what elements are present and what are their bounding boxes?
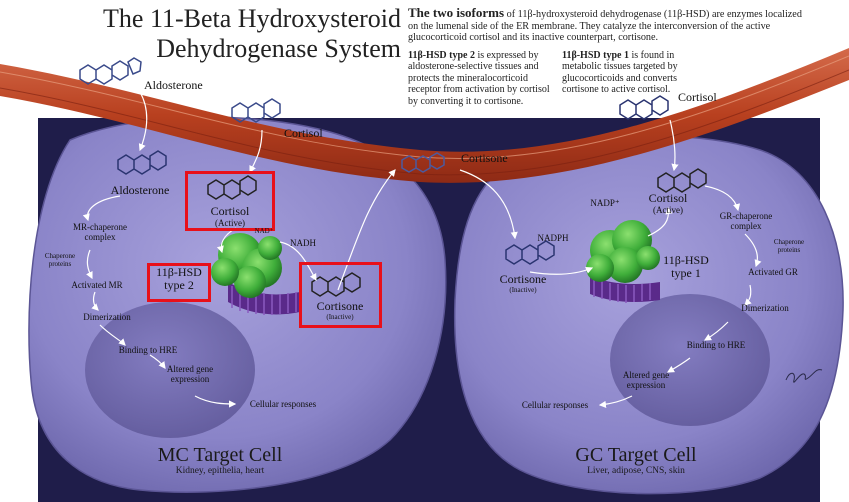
type1-note-lead: 11β-HSD type 1 — [562, 50, 629, 61]
steroid-molecule-icon — [619, 95, 669, 120]
title-line-1: The 11-Beta Hydroxysteroid — [103, 4, 401, 33]
gc-nadp-label: NADP⁺ — [590, 198, 620, 208]
type1-note-text: is found in metabolic tissues targeted b… — [562, 50, 678, 96]
mc-cortisone-label: Cortisone — [316, 299, 364, 313]
vessel-cortisol-left-label: Cortisol — [284, 126, 323, 140]
cortisol-highlight-box — [185, 171, 275, 231]
mc-cell-tissues: Kidney, epithelia, heart — [175, 466, 265, 476]
gc-cortisone-state: (Inactive) — [509, 286, 537, 294]
membrane-bilayer-icon — [590, 276, 660, 303]
gc-cell-name: GC Target Cell — [575, 444, 697, 466]
mc-activated-mr-label: Activated MR — [71, 280, 123, 290]
mc-cortisone-state: (Inactive) — [326, 313, 354, 321]
gc-nucleus — [610, 294, 770, 426]
steroid-molecule-icon — [207, 175, 257, 200]
mc-cell-name: MC Target Cell — [157, 444, 283, 466]
artist-signature-icon — [785, 369, 823, 383]
enzyme-protein-icon — [211, 233, 282, 298]
mc-enzyme-label: 11β-HSD type 2 — [156, 265, 202, 292]
gc-cortisone-label: Cortisone — [499, 272, 547, 286]
steroid-molecule-icon — [79, 57, 142, 85]
gc-dimerization-label: Dimerization — [741, 303, 789, 313]
enzyme-highlight-box — [147, 263, 211, 302]
mc-responses-label: Cellular responses — [249, 399, 317, 409]
mc-nad-label: NAD⁺ — [254, 227, 274, 235]
gc-altered-gene-label: Altered gene expression — [622, 370, 670, 390]
gc-chaperone-label: Chaperone proteins — [773, 238, 805, 254]
gc-gr-complex-label: GR-chaperone complex — [719, 211, 773, 231]
steroid-molecule-icon — [117, 150, 167, 175]
mc-altered-gene-label: Altered gene expression — [166, 364, 214, 384]
type2-note-text: is expressed by aldosterone-selective ti… — [408, 50, 550, 107]
steroid-molecule-icon — [311, 272, 361, 297]
vessel-aldosterone-label: Aldosterone — [144, 78, 203, 92]
mc-nadh-label: NADH — [290, 238, 316, 248]
enzyme-protein-icon — [586, 220, 660, 283]
gc-cortisol-label: Cortisol — [648, 191, 688, 205]
type1-note: 11β-HSD type 1 is found in metabolic tis… — [562, 50, 716, 96]
gc-activated-gr-label: Activated GR — [748, 267, 798, 277]
intro-paragraph: The two isoforms of 11β-hydroxysteroid d… — [408, 5, 808, 44]
gc-nadph-label: NADPH — [537, 233, 569, 243]
blood-vessel — [0, 48, 849, 183]
steroid-molecule-icon — [505, 240, 555, 265]
type2-note-lead: 11β-HSD type 2 — [408, 50, 475, 61]
mc-chaperone-label: Chaperone proteins — [44, 252, 76, 268]
intro-lead: The two isoforms — [408, 5, 505, 20]
steroid-molecule-icon — [401, 152, 445, 173]
title-line-2: Dehydrogenase System — [156, 34, 401, 63]
mc-binding-label: Binding to HRE — [118, 345, 178, 355]
mc-mr-complex-label: MR-chaperone complex — [73, 222, 127, 242]
type2-note: 11β-HSD type 2 is expressed by aldostero… — [408, 50, 556, 107]
mc-aldosterone-label: Aldosterone — [110, 183, 170, 197]
steroid-molecule-icon — [657, 168, 707, 193]
gc-binding-label: Binding to HRE — [686, 340, 746, 350]
gc-cortisol-state: (Active) — [653, 205, 683, 215]
gc-cell-tissues: Liver, adipose, CNS, skin — [587, 466, 685, 476]
vessel-cortisone-label: Cortisone — [461, 151, 508, 165]
mc-cortisol-label: Cortisol — [210, 204, 250, 218]
gc-enzyme-label: 11β-HSD type 1 — [663, 253, 709, 280]
steroid-molecule-icon — [231, 98, 281, 123]
mc-nucleus — [85, 302, 255, 438]
intro-text: of 11β-hydroxysteroid dehydrogenase (11β… — [408, 9, 802, 43]
vessel-cortisol-right-label: Cortisol — [678, 90, 717, 104]
mc-dimerization-label: Dimerization — [83, 312, 131, 322]
cortisone-highlight-box — [299, 262, 382, 328]
gc-responses-label: Cellular responses — [521, 400, 589, 410]
page-title: The 11-Beta Hydroxysteroid Dehydrogenase… — [96, 4, 401, 64]
mc-cortisol-state: (Active) — [215, 218, 245, 228]
